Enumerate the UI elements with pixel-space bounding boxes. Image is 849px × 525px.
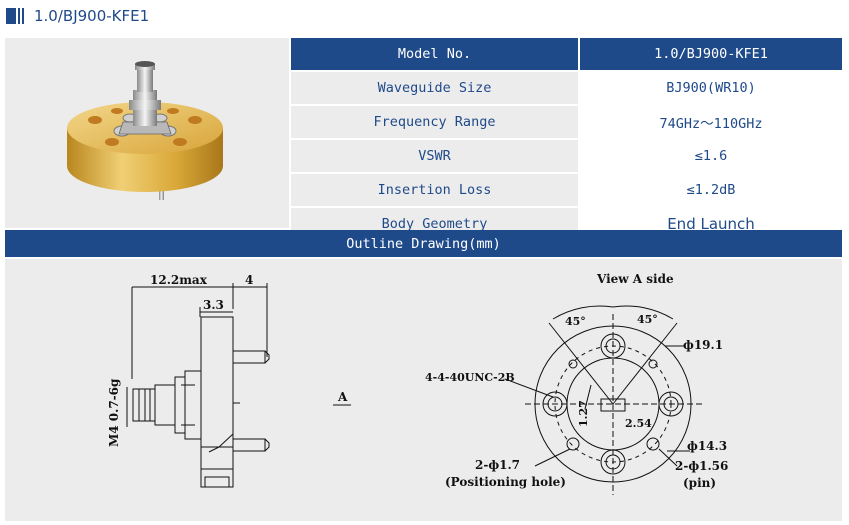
spec-label: VSWR xyxy=(291,140,578,172)
product-photo xyxy=(5,38,289,228)
spec-value: BJ900(WR10) xyxy=(580,72,842,104)
drawing-svg: 12.2max 4 3.3 M4 0.7-6g A View A side 45… xyxy=(107,272,728,495)
outline-drawing: 12.2max 4 3.3 M4 0.7-6g A View A side 45… xyxy=(5,259,842,521)
outer-diameter-label: ф19.1 xyxy=(683,338,723,352)
dim-flange-label: 3.3 xyxy=(203,298,224,312)
spec-label: Model No. xyxy=(291,38,578,70)
dim-pin-label: 4 xyxy=(245,273,253,287)
positioning-hole-note: (Positioning hole) xyxy=(445,475,566,489)
dim-254-label: 2.54 xyxy=(625,417,652,430)
screw-label: 4-4-40UNC-2B xyxy=(425,371,515,384)
table-header-row: Model No. 1.0/BJ900-KFE1 xyxy=(291,38,842,70)
bolt-circle-label: ф14.3 xyxy=(687,439,727,453)
table-row: Insertion Loss ≤1.2dB xyxy=(291,172,842,206)
view-side-title: View A side xyxy=(596,272,674,286)
dim-total-label: 12.2max xyxy=(150,273,208,287)
table-row: Waveguide Size BJ900(WR10) xyxy=(291,70,842,104)
spec-label: Frequency Range xyxy=(291,106,578,138)
pin-label: 2-ф1.56 xyxy=(675,459,728,473)
spec-table: Model No. 1.0/BJ900-KFE1 Waveguide Size … xyxy=(291,38,842,240)
thread-label: M4 0.7-6g xyxy=(107,378,121,447)
spec-label: Insertion Loss xyxy=(291,174,578,206)
outline-header: Outline Drawing(mm) xyxy=(5,230,842,257)
connector-illustration xyxy=(67,61,223,200)
angle-left-label: 45° xyxy=(565,315,586,328)
spec-label: Waveguide Size xyxy=(291,72,578,104)
angle-right-label: 45° xyxy=(637,313,658,326)
spec-value: ≤1.2dB xyxy=(580,174,842,206)
page-title: 1.0/BJ900-KFE1 xyxy=(34,7,150,25)
view-marker-label: A xyxy=(337,390,348,404)
table-row: VSWR ≤1.6 xyxy=(291,138,842,172)
dim-127-label: 1.27 xyxy=(577,400,590,427)
pin-note: (pin) xyxy=(683,476,716,490)
positioning-hole-label: 2-ф1.7 xyxy=(475,458,520,472)
table-row: Frequency Range 74GHz～110GHz xyxy=(291,104,842,138)
spec-value: ≤1.6 xyxy=(580,140,842,172)
title-marker-icon xyxy=(6,8,24,24)
spec-value: 1.0/BJ900-KFE1 xyxy=(580,38,842,70)
page-header: 1.0/BJ900-KFE1 xyxy=(6,6,149,26)
spec-value: 74GHz～110GHz xyxy=(580,106,842,138)
